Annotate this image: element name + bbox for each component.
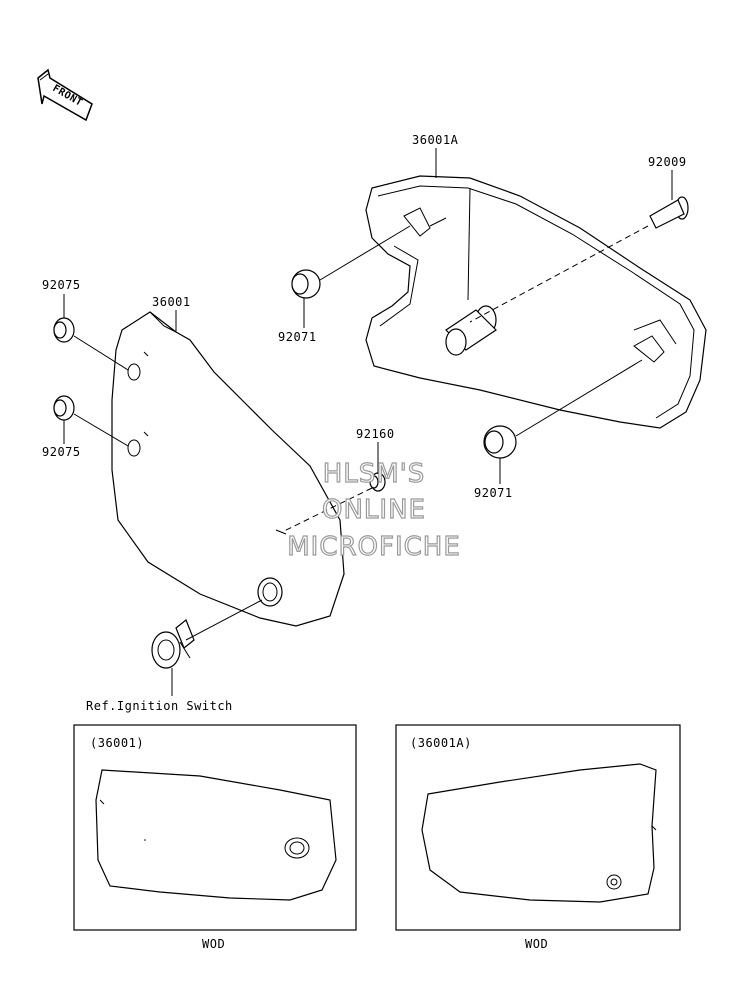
front-arrow-icon: FRONT [37,68,93,122]
inset-36001a-caption: WOD [525,937,548,951]
label-92075-upper: 92075 [42,278,81,292]
watermark-line-3: MICROFICHE [287,532,461,562]
inset-36001a: (36001A) WOD [395,724,681,951]
label-92160: 92160 [356,427,395,441]
label-92071-lower: 92071 [474,486,513,500]
rubber-92160 [369,472,386,492]
watermark-line-1: HLSM'S [323,459,426,489]
grommet-92071-upper [291,269,321,299]
label-ref-ignition-switch: Ref.Ignition Switch [86,699,233,713]
side-cover-left [111,311,345,627]
bolt-92009 [649,196,689,229]
watermark-line-2: ONLINE [322,495,426,525]
grommet-92075-upper [53,317,75,343]
inset-36001a-title: (36001A) [410,736,472,750]
label-92071-upper: 92071 [278,330,317,344]
label-36001: 36001 [152,295,191,309]
inset-36001-title: (36001) [90,736,144,750]
watermark: HLSM'S ONLINE MICROFICHE [287,458,461,562]
side-cover-right [365,175,707,429]
label-36001a: 36001A [412,133,459,147]
ignition-switch [151,619,195,669]
label-92075-lower: 92075 [42,445,81,459]
grommet-92075-lower [53,395,75,421]
label-92009: 92009 [648,155,687,169]
grommet-92071-lower [483,425,517,459]
inset-36001-caption: WOD [202,937,225,951]
inset-36001: (36001) WOD [73,724,357,951]
